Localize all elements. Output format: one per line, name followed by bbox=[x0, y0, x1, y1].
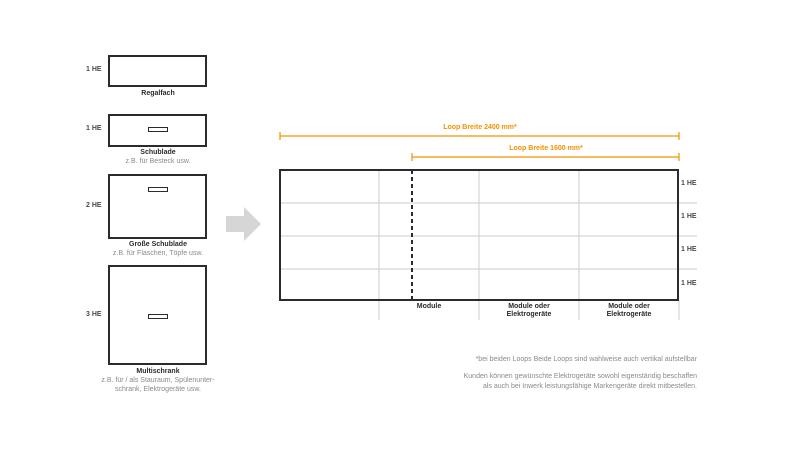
dimension-label-2400: Loop Breite 2400 mm* bbox=[443, 124, 517, 131]
module-title: Große Schublade bbox=[129, 241, 187, 248]
grid-row-label: 1 HE bbox=[681, 180, 697, 187]
module-height-label: 1 HE bbox=[86, 125, 102, 132]
arrow-right-icon bbox=[226, 207, 261, 241]
module-large-drawer-box bbox=[108, 174, 207, 239]
module-title: Regalfach bbox=[141, 90, 175, 97]
module-subtitle: z.B. für Flaschen, Töpfe usw. bbox=[112, 250, 204, 257]
grid-column-label: Module oder Elektrogeräte bbox=[506, 303, 552, 318]
footnote-line: als auch bei Inwerk leistungsfähige Mark… bbox=[482, 383, 697, 390]
dimension-label-1600: Loop Breite 1600 mm* bbox=[509, 145, 583, 152]
module-height-label: 2 HE bbox=[86, 202, 102, 209]
module-caption: Multischrank z.B. für / als Stauraum, Sp… bbox=[88, 367, 228, 394]
footnote-line: *bei beiden Loops Beide Loops sind wahlw… bbox=[475, 356, 697, 363]
loop-grid bbox=[279, 169, 697, 320]
grid-row-label: 1 HE bbox=[681, 280, 697, 287]
drawer-handle-icon bbox=[147, 127, 168, 132]
module-caption: Schublade z.B. für Besteck usw. bbox=[88, 148, 228, 166]
cabinet-handle-icon bbox=[147, 314, 168, 319]
module-drawer-box bbox=[108, 114, 207, 147]
grid-column-label: Module bbox=[416, 303, 442, 310]
dimension-line-1600 bbox=[411, 153, 680, 161]
module-title: Schublade bbox=[140, 149, 176, 156]
drawer-handle-icon bbox=[147, 187, 168, 192]
dimension-line-2400 bbox=[279, 132, 680, 140]
grid-column-label: Module oder Elektrogeräte bbox=[606, 303, 652, 318]
footnote-line: Kunden können gewünschte Elektrogeräte s… bbox=[463, 373, 697, 380]
module-cabinet-box bbox=[108, 265, 207, 365]
grid-row-label: 1 HE bbox=[681, 213, 697, 220]
module-title: Multischrank bbox=[136, 368, 180, 375]
module-subtitle: z.B. für Besteck usw. bbox=[125, 158, 191, 165]
module-shelf-box bbox=[108, 55, 207, 87]
grid-row-label: 1 HE bbox=[681, 246, 697, 253]
module-caption: Große Schublade z.B. für Flaschen, Töpfe… bbox=[88, 240, 228, 258]
module-height-label: 3 HE bbox=[86, 311, 102, 318]
module-height-label: 1 HE bbox=[86, 66, 102, 73]
module-caption: Regalfach bbox=[88, 89, 228, 98]
module-subtitle: z.B. für / als Stauraum, Spülenunter-sch… bbox=[101, 377, 215, 393]
